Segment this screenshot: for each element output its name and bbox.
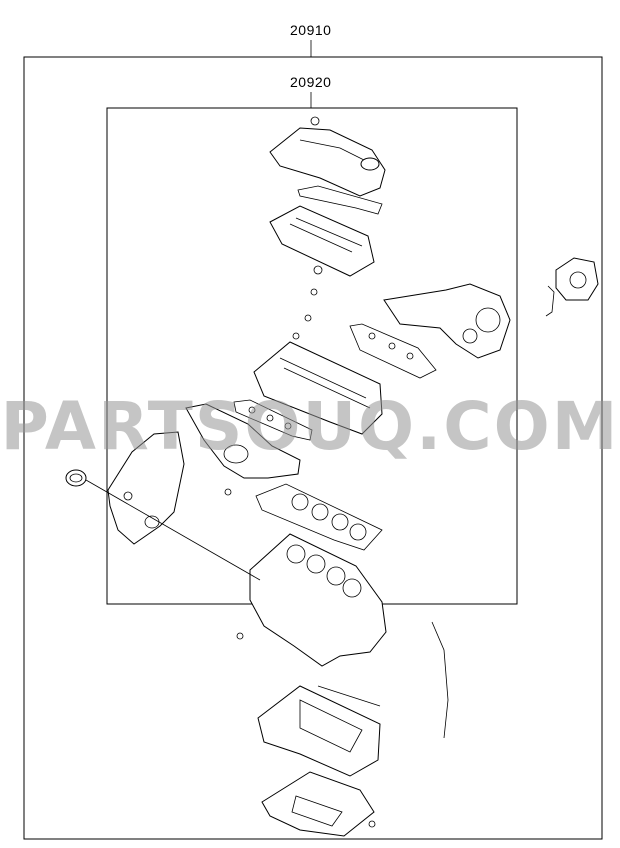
- valve-cover-gasket: [297, 185, 383, 215]
- guide-line-left: [85, 479, 261, 581]
- cylinder-head-part: [253, 341, 383, 435]
- cylinder-head-upper-part: [269, 205, 375, 340]
- crankshaft-seal: [65, 469, 87, 487]
- catalytic-converter-part: [185, 403, 301, 496]
- guide-line-oilpan: [317, 685, 381, 707]
- timing-cover-part: [107, 431, 185, 545]
- dipstick-tube: [431, 621, 449, 739]
- oil-pan-lower-part: [261, 771, 376, 837]
- outer-kit-frame: [23, 56, 603, 840]
- turbocharger-part: [383, 283, 511, 359]
- engine-block-part: [236, 533, 387, 667]
- exhaust-manifold-gasket: [349, 323, 437, 379]
- inner-kit-label: 20920: [290, 74, 332, 90]
- intake-manifold-gasket: [233, 399, 313, 441]
- oil-pan-upper-part: [257, 685, 381, 777]
- valve-cover-part: [269, 116, 386, 197]
- water-pump-part: [545, 257, 599, 317]
- outer-kit-label: 20910: [290, 22, 332, 38]
- cylinder-head-gasket: [255, 483, 383, 551]
